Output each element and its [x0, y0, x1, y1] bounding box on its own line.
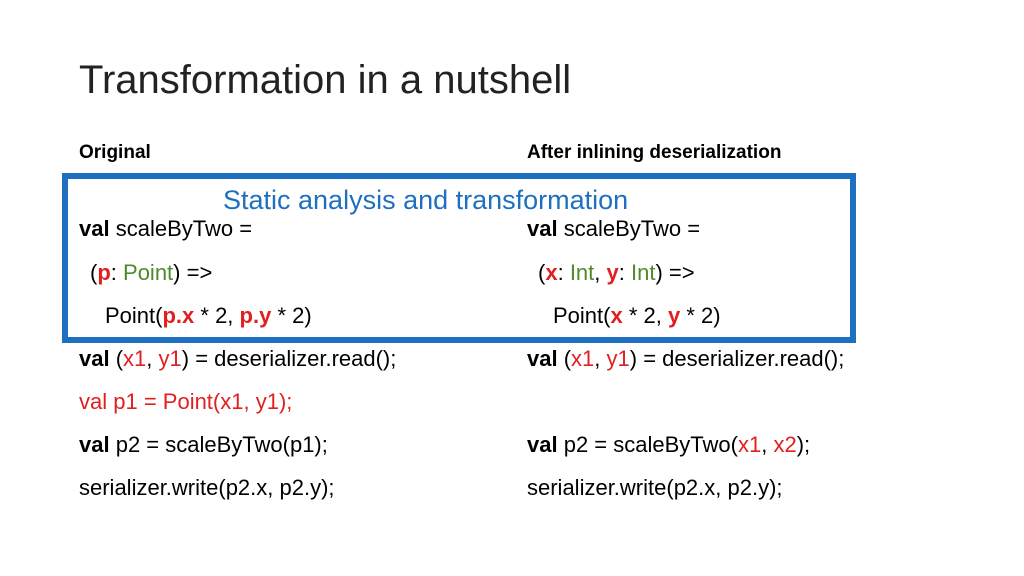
- left-column-header: Original: [79, 142, 151, 163]
- slide-title: Transformation in a nutshell: [79, 58, 572, 102]
- removed-code: val p1 = Point(x1, y1);: [79, 389, 293, 414]
- var-name: y1: [606, 346, 630, 371]
- param-name: x: [610, 303, 623, 328]
- code-text: * 2): [680, 303, 721, 328]
- code-text: ,: [761, 432, 774, 457]
- param-name: y: [667, 303, 681, 328]
- keyword: val: [79, 346, 110, 371]
- right-column-header: After inlining deserialization: [527, 142, 782, 163]
- code-line: val scaleByTwo =: [527, 218, 700, 240]
- code-text: :: [618, 260, 631, 285]
- code-text: ,: [146, 346, 159, 371]
- static-analysis-highlight-box: [62, 173, 856, 343]
- code-text: ,: [594, 346, 607, 371]
- code-line: val (x1, y1) = deserializer.read();: [527, 348, 844, 370]
- keyword: val: [527, 346, 558, 371]
- var-name: x1: [737, 432, 762, 457]
- var-name: y1: [158, 346, 182, 371]
- code-text: :: [110, 260, 124, 285]
- param-name: y: [606, 260, 619, 285]
- code-text: (: [115, 346, 124, 371]
- code-line: serializer.write(p2.x, p2.y);: [79, 477, 335, 499]
- keyword: val: [79, 432, 110, 457]
- field-access: p.y: [239, 303, 272, 328]
- var-name: x1: [571, 346, 595, 371]
- keyword: val: [527, 216, 558, 241]
- code-text: p2 = scaleByTwo(p1);: [109, 432, 328, 457]
- code-line: val p2 = scaleByTwo(x1, x2);: [527, 434, 810, 456]
- var-name: x1: [123, 346, 147, 371]
- code-text: scaleByTwo =: [109, 216, 253, 241]
- code-text: p2 = scaleByTwo(: [557, 432, 738, 457]
- code-text: (: [90, 260, 98, 285]
- code-text: );: [796, 432, 811, 457]
- code-text: ) = deserializer.read();: [181, 346, 397, 371]
- code-line: Point(x * 2, y * 2): [553, 305, 721, 327]
- code-text: Point(: [105, 303, 163, 328]
- code-text: * 2,: [622, 303, 668, 328]
- code-text: * 2): [271, 303, 312, 328]
- static-analysis-label: Static analysis and transformation: [223, 185, 629, 215]
- param-name: p: [97, 260, 111, 285]
- code-text: serializer.write(p2.x, p2.y);: [527, 475, 783, 500]
- code-text: Point(: [553, 303, 611, 328]
- code-text: ) =>: [655, 260, 695, 285]
- code-line-removed: val p1 = Point(x1, y1);: [79, 391, 292, 413]
- code-line: Point(p.x * 2, p.y * 2): [105, 305, 312, 327]
- code-text: (: [538, 260, 546, 285]
- code-line: serializer.write(p2.x, p2.y);: [527, 477, 783, 499]
- type-name: Int: [631, 260, 656, 285]
- code-line: (p: Point) =>: [90, 262, 212, 284]
- code-line: (x: Int, y: Int) =>: [538, 262, 695, 284]
- code-text: serializer.write(p2.x, p2.y);: [79, 475, 335, 500]
- code-line: val scaleByTwo =: [79, 218, 252, 240]
- code-text: * 2,: [194, 303, 240, 328]
- keyword: val: [79, 216, 110, 241]
- type-name: Int: [569, 260, 595, 285]
- keyword: val: [527, 432, 558, 457]
- code-line: val (x1, y1) = deserializer.read();: [79, 348, 396, 370]
- code-text: ) =>: [173, 260, 213, 285]
- code-text: scaleByTwo =: [557, 216, 701, 241]
- var-name: x2: [773, 432, 797, 457]
- code-text: ,: [594, 260, 607, 285]
- code-text: ) = deserializer.read();: [629, 346, 845, 371]
- type-name: Point: [123, 260, 174, 285]
- code-line: val p2 = scaleByTwo(p1);: [79, 434, 328, 456]
- code-text: (: [563, 346, 572, 371]
- field-access: p.x: [162, 303, 195, 328]
- param-name: x: [545, 260, 558, 285]
- code-text: :: [557, 260, 570, 285]
